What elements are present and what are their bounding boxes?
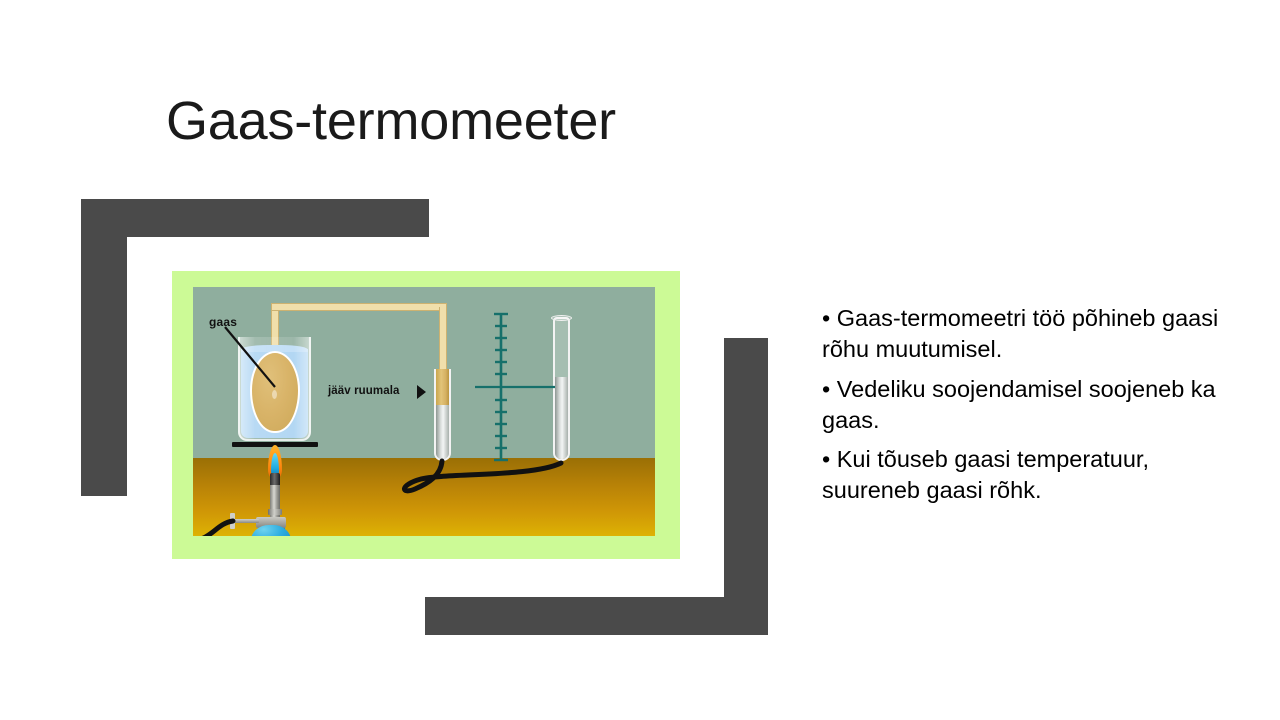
gas-bulb-highlight xyxy=(272,390,277,399)
manometer-right-tube-lip xyxy=(551,315,572,321)
bracket-vertical-arm xyxy=(724,338,768,635)
bullet-list: • Gaas-termomeetri töö põhineb gaasi rõh… xyxy=(822,303,1252,515)
gas-label-leader-line xyxy=(224,326,276,388)
manometer-left-mercury xyxy=(436,405,449,459)
flame-inner-cone xyxy=(271,453,279,477)
decorative-bracket-bottom-right xyxy=(425,338,768,635)
burner-base xyxy=(251,525,291,536)
bracket-horizontal-arm xyxy=(425,597,768,635)
bracket-horizontal-arm xyxy=(81,199,429,237)
diagram-label-gas: gaas xyxy=(209,315,238,329)
tripod-plate xyxy=(232,442,318,447)
burner-valve xyxy=(256,517,286,528)
list-item: • Vedeliku soojendamisel soojeneb ka gaa… xyxy=(822,375,1216,433)
manometer-left-tube xyxy=(434,369,451,461)
decorative-bracket-top-left xyxy=(81,199,429,496)
diagram-picture-frame: gaas jääv ruumala xyxy=(172,271,680,559)
bracket-vertical-arm xyxy=(81,199,127,496)
manometer-right-mercury xyxy=(555,377,568,459)
list-item: • Kui tõuseb gaasi temperatuur, suureneb… xyxy=(822,446,1149,504)
gas-thermometer-diagram: gaas jääv ruumala xyxy=(193,287,655,536)
manometer-right-tube xyxy=(553,317,570,461)
diagram-label-constant-volume: jääv ruumala xyxy=(328,385,400,397)
burner-air-collar xyxy=(268,509,282,515)
page-title: Gaas-termomeeter xyxy=(166,91,616,151)
list-item: • Gaas-termomeetri töö põhineb gaasi rõh… xyxy=(822,305,1219,363)
manometer-gas-column xyxy=(436,369,449,405)
burner-tip xyxy=(270,473,280,487)
constant-volume-arrow-icon xyxy=(417,385,426,399)
gas-bulb xyxy=(250,351,300,433)
burner-gas-hose xyxy=(201,518,236,536)
manometer-scale xyxy=(475,312,555,462)
burner-barrel xyxy=(270,485,280,517)
burner-gas-inlet xyxy=(233,519,259,523)
